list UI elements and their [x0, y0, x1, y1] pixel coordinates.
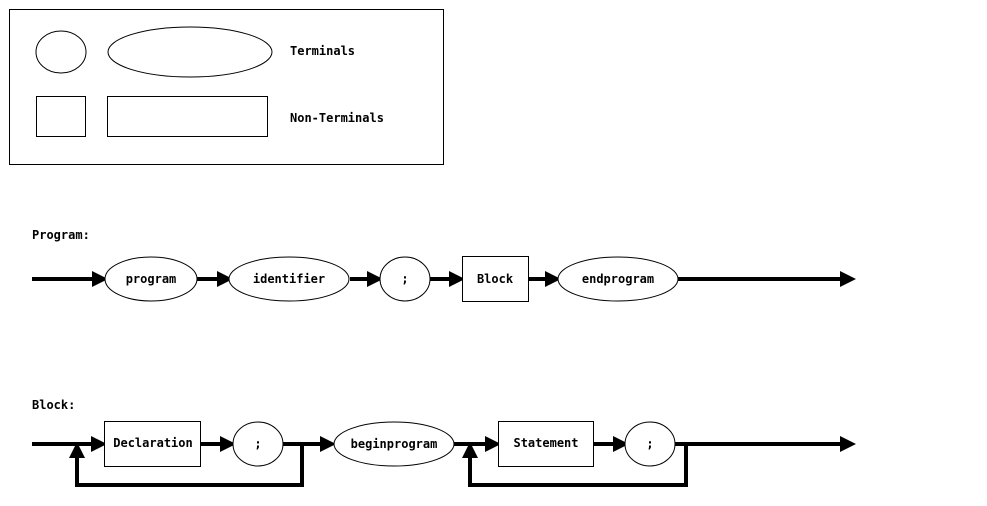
legend-nonterminal-rect [107, 96, 268, 137]
program-terminal-program [104, 256, 198, 302]
block-rule: Block: Declaration ; beginprogram Statem… [32, 398, 856, 487]
node-label: program [126, 272, 177, 286]
node-label: Statement [513, 436, 578, 450]
program-terminal-identifier [228, 256, 350, 302]
node-label: Block [477, 272, 514, 286]
block-terminal-semicolon [624, 421, 676, 467]
statement-repeat-loop [462, 442, 688, 487]
node-label: ; [646, 437, 653, 451]
legend-nonterminal-square [36, 96, 86, 137]
legend-terminals-label: Terminals [290, 44, 355, 58]
node-label: endprogram [582, 272, 654, 286]
block-nonterminal-declaration [104, 421, 201, 467]
node-label: ; [401, 272, 408, 286]
block-terminal-semicolon [232, 421, 284, 467]
node-label: identifier [253, 272, 325, 286]
legend-terminal-circle [35, 30, 87, 74]
legend: Terminals Non-Terminals [9, 9, 444, 165]
legend-terminal-ellipse [107, 26, 273, 78]
block-nonterminal-statement [498, 421, 594, 467]
program-rule: Program: program identifier ; Block endp… [32, 228, 856, 302]
program-rule-title: Program: [32, 228, 90, 242]
node-label: beginprogram [351, 437, 438, 451]
block-rule-title: Block: [32, 398, 75, 412]
program-terminal-endprogram [557, 256, 679, 302]
program-nonterminal-block [462, 256, 529, 302]
node-label: Declaration [113, 436, 192, 450]
legend-nonterminals-label: Non-Terminals [290, 111, 384, 125]
declaration-repeat-loop [69, 442, 304, 487]
block-terminal-beginprogram [333, 421, 455, 467]
node-label: ; [254, 437, 261, 451]
program-terminal-semicolon [379, 256, 431, 302]
